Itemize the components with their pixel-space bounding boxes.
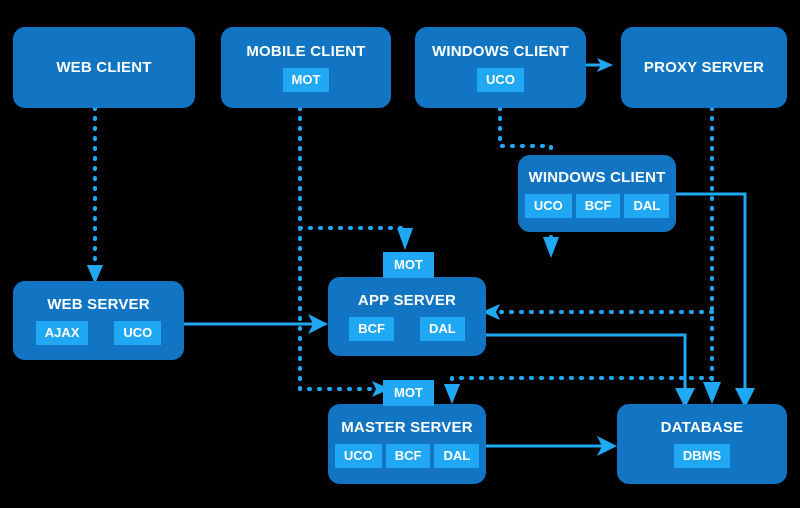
node-web-server-tags: AJAX UCO (35, 320, 162, 345)
wire-master-server-to-database (486, 436, 617, 456)
node-mobile-client[interactable]: MOBILE CLIENT MOT (221, 27, 391, 108)
node-master-server-tags: UCO BCF DAL (334, 444, 480, 468)
wire-mobile-client-to-app-server (298, 106, 413, 250)
node-proxy-server-title: PROXY SERVER (643, 59, 765, 76)
tag-bcf: BCF (349, 316, 394, 341)
node-web-client[interactable]: WEB CLIENT (13, 27, 195, 108)
wire-app-server-to-database (486, 333, 695, 408)
tag-bcf: BCF (385, 444, 431, 468)
wire-proxy-server-to-master-server (444, 376, 714, 404)
wire-web-server-to-app-server (184, 314, 328, 334)
tag-uco: UCO (334, 444, 382, 468)
tag-uco: UCO (477, 67, 524, 92)
tab-tag-master-server-mot: MOT (383, 380, 434, 406)
tag-bcf: BCF (575, 193, 621, 218)
node-master-server[interactable]: MASTER SERVER UCO BCF DAL (328, 404, 486, 484)
node-app-server-tags: BCF DAL (349, 316, 465, 341)
node-windows-client-mid[interactable]: WINDOWS CLIENT UCO BCF DAL (518, 155, 676, 232)
tag-dal: DAL (434, 444, 480, 468)
node-web-server-title: WEB SERVER (47, 295, 150, 313)
node-app-server-title: APP SERVER (357, 291, 457, 309)
tab-tag-app-server-mot: MOT (383, 252, 434, 278)
node-windows-client-mid-title: WINDOWS CLIENT (528, 168, 666, 186)
node-mobile-client-title: MOBILE CLIENT (246, 42, 366, 60)
tag-ajax: AJAX (35, 320, 89, 345)
node-master-server-title: MASTER SERVER (341, 419, 473, 436)
tag-dal: DAL (420, 316, 465, 341)
node-proxy-server[interactable]: PROXY SERVER (621, 27, 787, 108)
tag-uco: UCO (114, 320, 162, 345)
node-windows-client-top[interactable]: WINDOWS CLIENT UCO (415, 27, 586, 108)
wire-proxy-server-to-app-server (482, 304, 714, 320)
node-web-server[interactable]: WEB SERVER AJAX UCO (13, 281, 184, 360)
wire-proxy-server-to-database (703, 106, 721, 404)
tag-mot: MOT (282, 67, 330, 92)
node-database[interactable]: DATABASE DBMS (617, 404, 787, 484)
tag-dal: DAL (624, 193, 670, 218)
node-mobile-client-tags: MOT (282, 67, 330, 92)
node-database-title: DATABASE (660, 419, 744, 436)
node-windows-client-mid-tags: UCO BCF DAL (524, 193, 670, 218)
wire-web-client-to-web-server (87, 106, 103, 284)
node-windows-client-top-tags: UCO (477, 67, 524, 92)
tag-dbms: DBMS (673, 444, 731, 468)
tag-uco: UCO (524, 193, 572, 218)
wire-windows-client-mid-to-database (676, 192, 755, 408)
node-web-client-title: WEB CLIENT (56, 59, 152, 76)
node-database-tags: DBMS (673, 444, 731, 468)
node-windows-client-top-title: WINDOWS CLIENT (432, 42, 569, 60)
node-app-server[interactable]: APP SERVER BCF DAL (328, 277, 486, 356)
wire-windows-client-top-to-proxy-server (586, 58, 613, 72)
